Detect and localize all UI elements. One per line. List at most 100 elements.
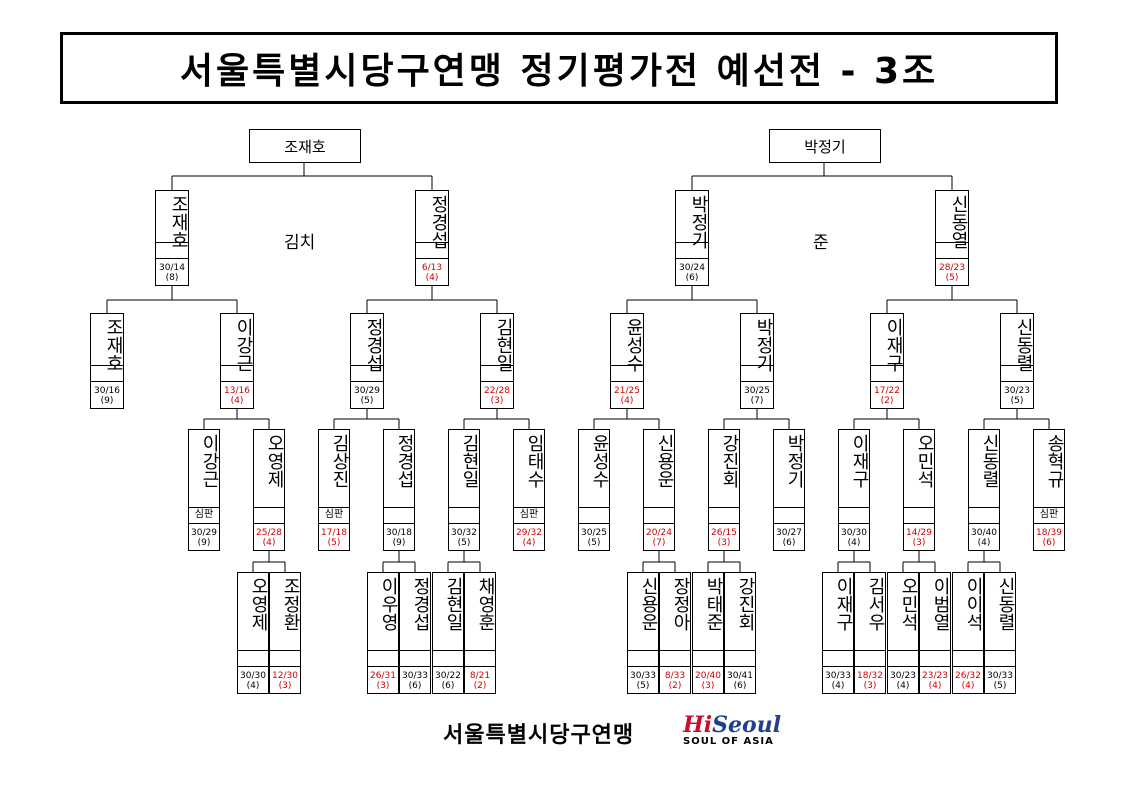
divider bbox=[221, 381, 253, 382]
referee-mark: 심판 bbox=[194, 509, 214, 520]
title-box: 서울특별시당구연맹 정기평가전 예선전 - 3조 bbox=[60, 32, 1058, 104]
rank-value: (4) bbox=[961, 681, 975, 691]
score-value: 30/33 bbox=[630, 671, 656, 681]
score-value: 23/23 bbox=[922, 671, 948, 681]
divider bbox=[156, 242, 188, 243]
divider bbox=[888, 666, 918, 667]
rank-value: (5) bbox=[636, 681, 650, 691]
player-name: 이재구 bbox=[833, 577, 854, 631]
divider bbox=[660, 666, 690, 667]
score-block: 30/24(6) bbox=[676, 263, 708, 283]
divider bbox=[238, 666, 268, 667]
score-block: 30/33(5) bbox=[985, 671, 1015, 691]
divider bbox=[628, 650, 658, 651]
score-block: 30/30(4) bbox=[839, 528, 869, 548]
rank-value: (3) bbox=[863, 681, 877, 691]
divider bbox=[969, 523, 999, 524]
score-block: 18/39(6) bbox=[1034, 528, 1064, 548]
divider bbox=[985, 666, 1015, 667]
divider bbox=[481, 381, 513, 382]
score-value: 26/32 bbox=[955, 671, 981, 681]
rank-value: (5) bbox=[993, 681, 1007, 691]
rank-value: (8) bbox=[165, 273, 179, 283]
score-block: 14/29(3) bbox=[904, 528, 934, 548]
score-value: 30/29 bbox=[191, 528, 217, 538]
divider bbox=[920, 666, 950, 667]
player-name: 박정기 bbox=[753, 318, 774, 372]
rank-value: (5) bbox=[587, 538, 601, 548]
rank-value: (9) bbox=[100, 396, 114, 406]
score-value: 30/33 bbox=[987, 671, 1013, 681]
player-name: 오영제 bbox=[264, 434, 285, 488]
player-name: 조정환 bbox=[280, 577, 301, 631]
player-name: 이범열 bbox=[930, 577, 951, 631]
score-block: 30/16(9) bbox=[91, 386, 123, 406]
score-block: 23/23(4) bbox=[920, 671, 950, 691]
hi-seoul-logo: HiSeoul SOUL OF ASIA bbox=[683, 712, 781, 747]
player-box: 조재호 30/16(9) bbox=[90, 313, 124, 409]
divider bbox=[904, 507, 934, 508]
divider bbox=[351, 381, 383, 382]
divider bbox=[465, 666, 495, 667]
rank-value: (4) bbox=[847, 538, 861, 548]
score-value: 21/25 bbox=[614, 386, 640, 396]
rank-value: (5) bbox=[945, 273, 959, 283]
score-block: 8/21(2) bbox=[465, 671, 495, 691]
divider bbox=[969, 507, 999, 508]
score-value: 28/23 bbox=[939, 263, 965, 273]
divider bbox=[936, 258, 968, 259]
divider bbox=[953, 666, 983, 667]
divider bbox=[660, 650, 690, 651]
player-name: 조재호 bbox=[103, 318, 124, 372]
footer-org-name: 서울특별시당구연맹 bbox=[443, 723, 635, 748]
player-name: 윤성수 bbox=[589, 434, 610, 488]
rank-value: (4) bbox=[522, 538, 536, 548]
score-block: 29/32(4) bbox=[514, 528, 544, 548]
player-name: 임태수 bbox=[524, 434, 545, 488]
score-value: 30/40 bbox=[971, 528, 997, 538]
page-title: 서울특별시당구연맹 정기평가전 예선전 - 3조 bbox=[179, 51, 939, 92]
divider bbox=[871, 381, 903, 382]
rank-value: (4) bbox=[928, 681, 942, 691]
player-name: 이강근 bbox=[199, 434, 220, 488]
score-value: 14/29 bbox=[906, 528, 932, 538]
score-value: 8/21 bbox=[469, 671, 491, 681]
divider bbox=[839, 523, 869, 524]
divider bbox=[238, 650, 268, 651]
player-name: 정경섭 bbox=[410, 577, 431, 631]
rank-value: (3) bbox=[912, 538, 926, 548]
divider bbox=[871, 365, 903, 366]
score-block: 22/28(3) bbox=[481, 386, 513, 406]
divider bbox=[855, 650, 885, 651]
divider bbox=[1001, 365, 1033, 366]
rank-value: (9) bbox=[392, 538, 406, 548]
divider bbox=[888, 650, 918, 651]
score-block: 30/33(6) bbox=[400, 671, 430, 691]
rank-value: (6) bbox=[408, 681, 422, 691]
divider bbox=[611, 365, 643, 366]
player-name: 이우영 bbox=[378, 577, 399, 631]
score-value: 17/22 bbox=[874, 386, 900, 396]
rank-value: (2) bbox=[880, 396, 894, 406]
score-value: 26/15 bbox=[711, 528, 737, 538]
score-block: 18/32(3) bbox=[855, 671, 885, 691]
score-value: 13/16 bbox=[224, 386, 250, 396]
score-value: 26/31 bbox=[370, 671, 396, 681]
player-name: 신동렬 bbox=[995, 577, 1016, 631]
divider bbox=[189, 507, 219, 508]
divider bbox=[384, 507, 414, 508]
divider bbox=[368, 650, 398, 651]
score-value: 6/13 bbox=[421, 263, 443, 273]
logo-sub: SOUL OF ASIA bbox=[683, 736, 774, 747]
divider bbox=[855, 666, 885, 667]
